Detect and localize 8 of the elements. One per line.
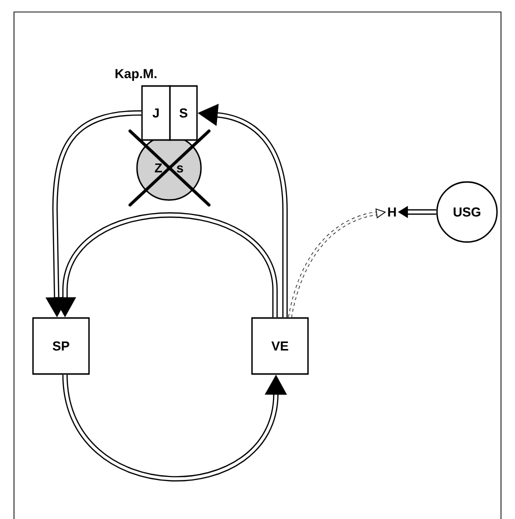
circle-node: USG <box>436 181 498 243</box>
process-box: J <box>141 85 171 141</box>
process-box: S <box>169 85 198 141</box>
arrow <box>62 374 287 482</box>
process-box: VE <box>251 317 309 375</box>
heading-label: Kap.M. <box>116 69 156 81</box>
process-box: SP <box>32 317 90 375</box>
node-label: H <box>388 208 396 216</box>
